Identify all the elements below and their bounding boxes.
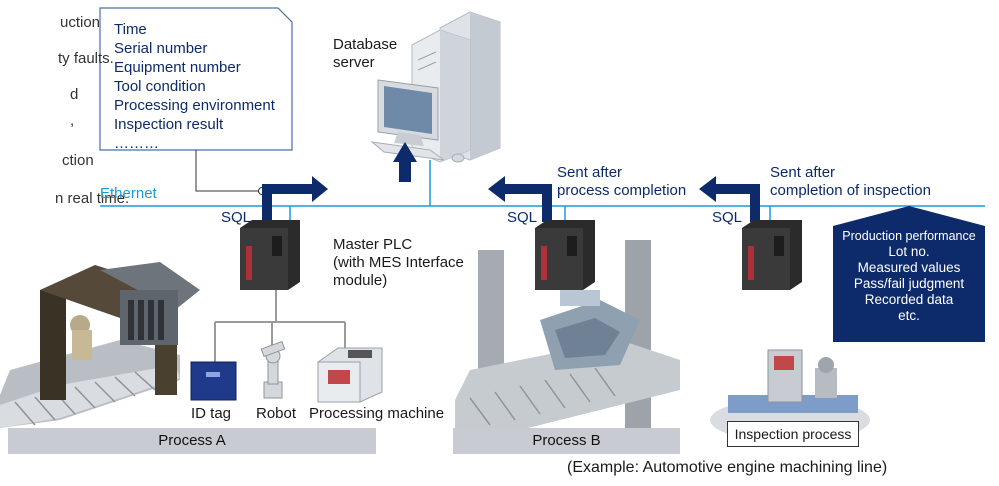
arrow-plc-b-left	[488, 176, 552, 222]
master-plc-label: Master PLC (with MES Interface module)	[333, 236, 464, 290]
left-text-fragment-2: ty faults.	[58, 50, 114, 67]
inspection-process-box: Inspection process	[727, 421, 859, 447]
processing-machine-label: Processing machine	[309, 405, 445, 422]
process-b-illustration	[455, 240, 680, 432]
sql-label-a: SQL	[221, 209, 252, 226]
process-a-band: Process A	[8, 428, 376, 454]
database-server-illustration	[370, 11, 501, 163]
master-plc-line1: Master PLC	[333, 236, 413, 253]
example-caption: (Example: Automotive engine machining li…	[567, 459, 888, 476]
sent-after-process-line1: Sent after	[557, 164, 623, 181]
sent-after-inspection-line2: completion of inspection	[770, 182, 931, 199]
arrow-up-to-server	[393, 142, 417, 182]
left-text-fragment-4: ,	[70, 112, 75, 129]
sql-label-c: SQL	[712, 209, 743, 226]
id-tag-illustration	[190, 361, 237, 401]
inspection-process-label: Inspection process	[734, 426, 852, 442]
performance-item: Measured values	[857, 260, 961, 275]
callout-box	[99, 7, 293, 151]
callout-item: ………	[114, 135, 159, 152]
performance-item: Pass/fail judgment	[853, 276, 965, 291]
callout-item: Serial number	[114, 40, 208, 57]
performance-pentagon	[833, 206, 985, 342]
left-text-fragment-1: uction	[60, 14, 101, 31]
device-connections	[214, 290, 346, 362]
callout-leader	[195, 150, 262, 192]
left-text-fragment-6: n real time.	[55, 190, 130, 207]
arrow-plc-a-right	[262, 176, 328, 222]
database-server-label: Database server	[333, 36, 397, 72]
performance-title: Production performance	[842, 229, 976, 243]
plc-a-illustration	[240, 220, 300, 290]
processing-machine-illustration	[317, 347, 383, 403]
callout-data-list: Time Serial number Equipment number Tool…	[114, 20, 275, 153]
database-server-label-line1: Database	[333, 36, 398, 53]
master-plc-line3: module)	[333, 272, 388, 289]
left-text-fragment-5: ction	[62, 152, 94, 169]
sent-after-process-line2: process completion	[557, 182, 687, 199]
sql-label-b: SQL	[507, 209, 538, 226]
callout-item: Processing environment	[114, 97, 275, 114]
robot-label: Robot	[256, 405, 297, 422]
sent-after-process-label: Sent after process completion	[557, 164, 686, 200]
master-plc-line2: (with MES Interface	[333, 254, 464, 271]
performance-item: Recorded data	[864, 292, 954, 307]
callout-item: Tool condition	[114, 78, 206, 95]
callout-item: Inspection result	[114, 116, 224, 133]
performance-item: etc.	[898, 308, 920, 323]
robot-illustration	[260, 340, 286, 399]
left-text-fragment-3: d	[70, 86, 79, 103]
process-a-illustration	[0, 262, 200, 428]
performance-item: Lot no.	[888, 244, 930, 259]
database-server-label-line2: server	[333, 54, 375, 71]
arrow-plc-c-left	[699, 176, 760, 222]
production-performance-box: Production performance Lot no. Measured …	[833, 208, 985, 338]
callout-item: Equipment number	[114, 59, 241, 76]
sent-after-inspection-line1: Sent after	[770, 164, 836, 181]
ethernet-label: Ethernet	[100, 185, 157, 202]
id-tag-label: ID tag	[191, 405, 232, 422]
process-b-band: Process B	[453, 428, 680, 454]
callout-item: Time	[114, 21, 147, 38]
sent-after-inspection-label: Sent after completion of inspection	[770, 164, 931, 200]
plc-c-illustration	[742, 220, 802, 290]
plc-b-illustration	[535, 220, 595, 290]
